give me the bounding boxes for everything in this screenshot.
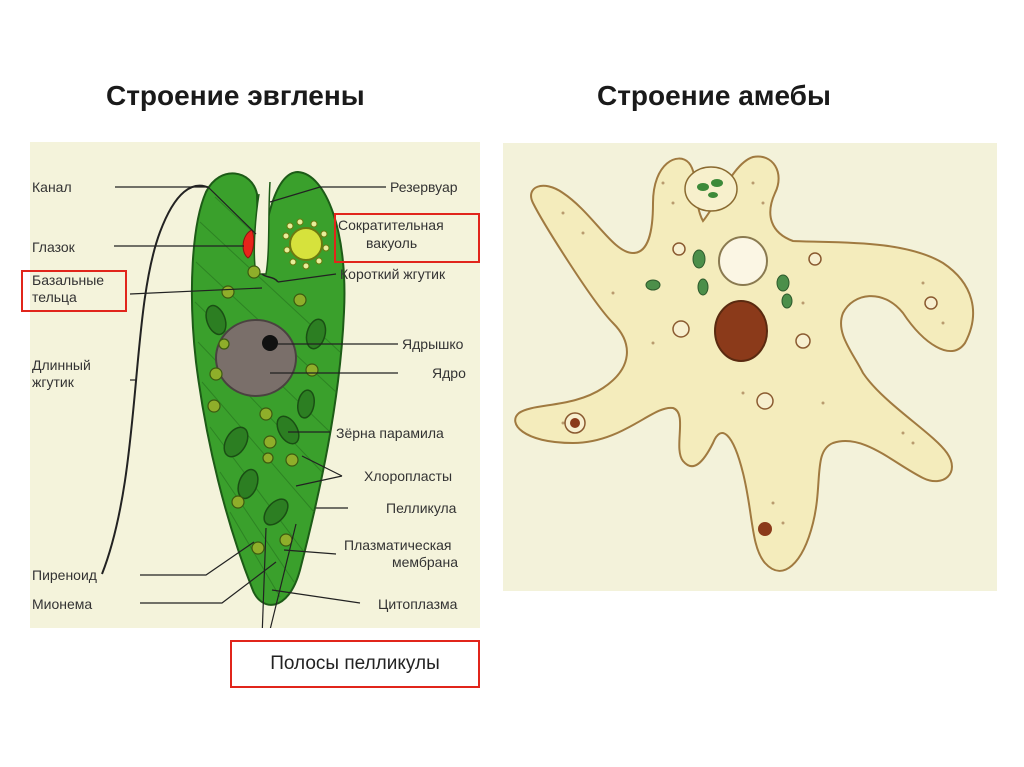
- euglena-diagram-panel: Канал Глазок Базальные тельца Длинный жг…: [30, 142, 480, 639]
- left-leader-lines: [114, 186, 277, 604]
- amoeba-diagram: [514, 155, 975, 572]
- nucleolus: [262, 335, 278, 351]
- euglena-title: Строение эвглены: [106, 80, 365, 111]
- label-bazalnye-line1: Базальные: [32, 272, 104, 288]
- label-sokrat-line2: вакуоль: [366, 235, 417, 251]
- euglena-diagram: Канал Глазок Базальные тельца Длинный жг…: [32, 170, 466, 639]
- label-plazm-line2: мембрана: [392, 554, 458, 570]
- label-yadro: Ядро: [432, 365, 466, 381]
- digesting-particles: [570, 418, 772, 536]
- vacuole-small-bubbles: [282, 218, 330, 270]
- canal: [253, 181, 271, 275]
- label-hloroplasty: Хлоропласты: [364, 468, 452, 484]
- label-glazok: Глазок: [32, 239, 76, 255]
- label-kanal: Канал: [32, 179, 72, 195]
- label-dlinny-line1: Длинный: [32, 357, 91, 373]
- food-vacuole-algae: [697, 179, 723, 198]
- paramylon-grains: [207, 265, 319, 555]
- short-flagellum: [261, 273, 279, 283]
- pellicle-stripes-callout: Полосы пелликулы: [230, 640, 480, 688]
- green-food-particles: [645, 249, 793, 309]
- label-dlinny-line2: жгутик: [32, 374, 75, 390]
- label-rezervuar: Резервуар: [390, 179, 458, 195]
- label-pirenoid: Пиреноид: [32, 567, 97, 583]
- amoeba-body: [514, 155, 975, 572]
- right-leader-lines: [261, 186, 398, 639]
- label-yadryshko: Ядрышко: [402, 336, 464, 352]
- cytoplasm-granules: [561, 181, 945, 525]
- label-bazalnye-line2: тельца: [32, 289, 77, 305]
- food-vacuole-top: [684, 166, 738, 212]
- nucleus: [714, 300, 768, 362]
- eyespot: [242, 229, 255, 259]
- label-plazm-line1: Плазматическая: [344, 537, 452, 553]
- nucleus: [215, 319, 297, 397]
- contractile-vacuole: [718, 236, 768, 286]
- label-mionema: Мионема: [32, 596, 92, 612]
- label-korotkiy: Короткий жгутик: [340, 266, 446, 282]
- contractile-vacuole: [289, 227, 323, 261]
- small-vacuoles: [564, 242, 938, 434]
- highlight-box-contractile-vacuole: [334, 213, 480, 263]
- chloroplasts: [205, 304, 327, 526]
- label-citoplazma: Цитоплазма: [378, 596, 458, 612]
- label-pellikula: Пелликула: [386, 500, 457, 516]
- label-sokrat-line1: Сократительная: [338, 217, 444, 233]
- amoeba-diagram-panel: [503, 143, 997, 591]
- highlight-box-basal-bodies: [21, 270, 127, 312]
- label-zerna: Зёрна парамила: [336, 425, 444, 441]
- amoeba-title: Строение амебы: [597, 80, 831, 111]
